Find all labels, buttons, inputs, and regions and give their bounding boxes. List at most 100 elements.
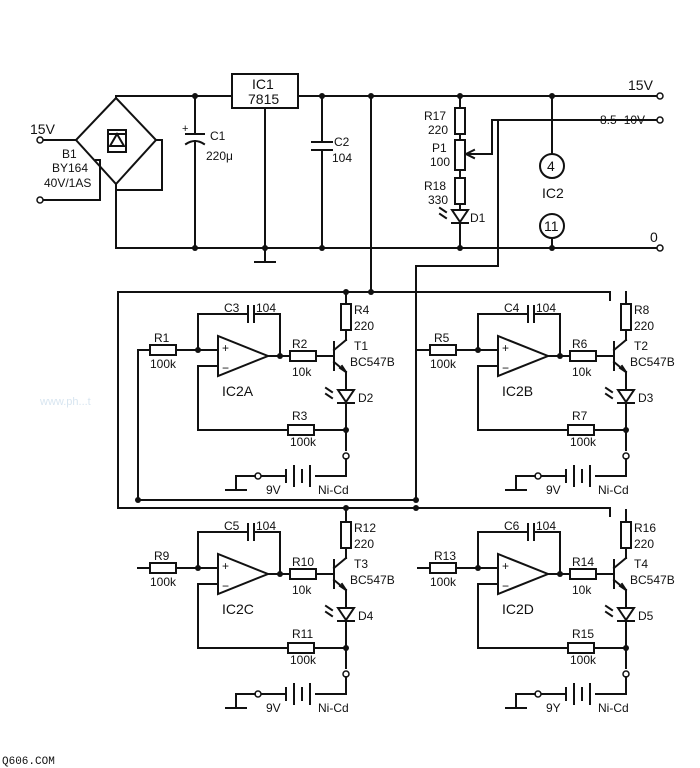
base-resistor-value: 10k [572, 365, 592, 379]
op-amp-name: IC2C [222, 601, 254, 617]
svg-text:+: + [182, 123, 188, 135]
base-resistor-value: 10k [572, 583, 592, 597]
terminal-adj [656, 116, 664, 124]
ic2-name-label: IC2 [542, 185, 564, 201]
collector-resistor-value: 220 [634, 319, 654, 333]
feedback-resistor-value: 100k [570, 653, 597, 667]
svg-text:+: + [502, 341, 509, 355]
transistor-name: T1 [354, 339, 368, 353]
svg-text:−: − [222, 361, 229, 375]
collector-resistor-value: 220 [634, 537, 654, 551]
op-amp-name: IC2B [502, 383, 533, 399]
terminal-15v [656, 92, 664, 100]
op-amp-name: IC2A [222, 383, 254, 399]
feedback-cap-name: C3 [224, 301, 240, 315]
r17-name-label: R17 [424, 109, 446, 123]
bridge-rating-label: 40V/1AS [44, 176, 91, 190]
transistor-name: T3 [354, 557, 368, 571]
base-resistor-name: R10 [292, 555, 314, 569]
battery-voltage: 9V [266, 701, 281, 715]
battery-type: Ni-Cd [318, 483, 349, 497]
capacitor-c2 [311, 95, 333, 249]
transistor-type: BC547B [350, 355, 395, 369]
r18-name-label: R18 [424, 179, 446, 193]
collector-resistor-name: R12 [354, 521, 376, 535]
feedback-resistor-name: R7 [572, 409, 588, 423]
input-voltage-label: 15V [30, 121, 56, 137]
p1-value-label: 100 [430, 155, 450, 169]
ic2-pin-b-label: 11 [544, 218, 559, 234]
base-resistor-name: R14 [572, 555, 594, 569]
svg-text:−: − [502, 361, 509, 375]
out-adj-label: 8.5~10V [600, 113, 645, 127]
collector-resistor-value: 220 [354, 537, 374, 551]
feedback-cap-name: C4 [504, 301, 520, 315]
collector-resistor-name: R4 [354, 303, 370, 317]
battery-type: Ni-Cd [318, 701, 349, 715]
feedback-cap-value: 104 [256, 301, 276, 315]
capacitor-c1: + [182, 95, 206, 249]
ic2-pin-a-label: 4 [547, 158, 555, 174]
svg-text:+: + [502, 559, 509, 573]
input-resistor-value: 100k [150, 357, 177, 371]
r17-value-label: 220 [428, 123, 448, 137]
feedback-cap-name: C6 [504, 519, 520, 533]
svg-text:−: − [502, 579, 509, 593]
op-amp-name: IC2D [502, 601, 534, 617]
input-resistor-value: 100k [150, 575, 177, 589]
collector-resistor-value: 220 [354, 319, 374, 333]
feedback-cap-value: 104 [536, 519, 556, 533]
led-name: D3 [638, 391, 654, 405]
input-resistor-name: R5 [434, 331, 450, 345]
base-resistor-name: R6 [572, 337, 588, 351]
out-zero-label: 0 [650, 229, 658, 245]
feedback-resistor-name: R11 [292, 627, 313, 641]
site-label: Q606.COM [2, 756, 55, 768]
battery-voltage: 9V [546, 483, 561, 497]
regulator-type-label: 7815 [248, 91, 279, 107]
base-resistor-value: 10k [292, 583, 312, 597]
transistor-name: T2 [634, 339, 648, 353]
transistor-type: BC547B [630, 573, 675, 587]
feedback-cap-value: 104 [256, 519, 276, 533]
ic2-power-pins [539, 95, 565, 249]
led-name: D4 [358, 609, 374, 623]
battery-type: Ni-Cd [598, 483, 629, 497]
battery-voltage: 9Y [546, 701, 561, 715]
c1-name-label: C1 [210, 129, 226, 143]
feedback-resistor-value: 100k [290, 653, 317, 667]
collector-resistor-name: R8 [634, 303, 650, 317]
power-supply-section: 15V B1 BY164 40V/1AS + C1 220μ IC1 7815 [30, 73, 664, 501]
input-resistor-name: R1 [154, 331, 170, 345]
led-name: D2 [358, 391, 374, 405]
feedback-cap-value: 104 [536, 301, 556, 315]
led-name: D5 [638, 609, 654, 623]
feedback-resistor-name: R15 [572, 627, 594, 641]
terminal-zero [656, 244, 664, 252]
feedback-resistor-value: 100k [290, 435, 317, 449]
input-resistor-value: 100k [430, 575, 457, 589]
voltage-divider [438, 95, 661, 249]
out-15v-label: 15V [628, 77, 654, 93]
feedback-cap-name: C5 [224, 519, 240, 533]
p1-name-label: P1 [432, 141, 447, 155]
bridge-name-label: B1 [62, 147, 77, 161]
svg-text:+: + [222, 341, 229, 355]
svg-text:−: − [222, 579, 229, 593]
base-resistor-value: 10k [292, 365, 312, 379]
feedback-resistor-name: R3 [292, 409, 308, 423]
bridge-type-label: BY164 [52, 161, 88, 175]
watermark-text: www.ph...t [39, 396, 91, 408]
c2-name-label: C2 [334, 135, 350, 149]
input-resistor-name: R9 [154, 549, 170, 563]
battery-type: Ni-Cd [598, 701, 629, 715]
input-resistor-value: 100k [430, 357, 457, 371]
feedback-resistor-value: 100k [570, 435, 597, 449]
regulator-ic1 [231, 73, 299, 263]
d1-name-label: D1 [470, 211, 486, 225]
